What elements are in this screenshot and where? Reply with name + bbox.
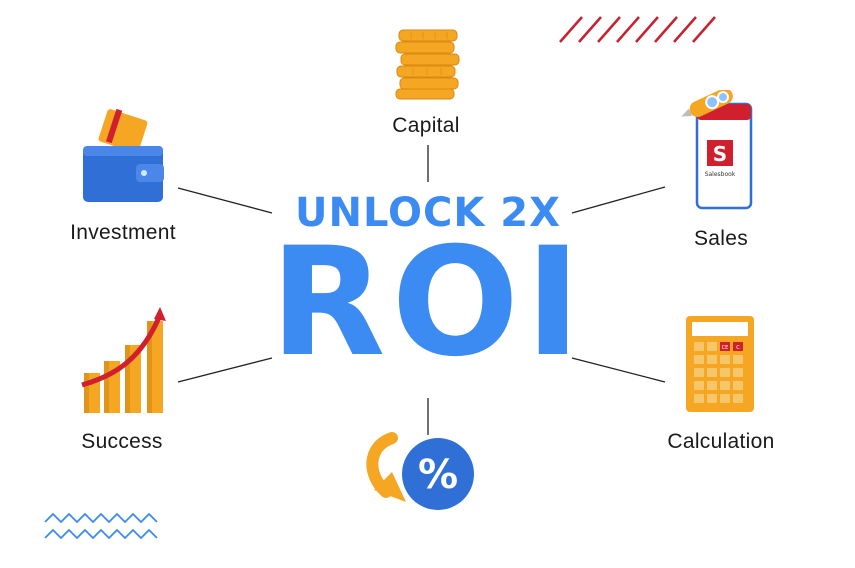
phone-brand-text: Salesbook	[705, 171, 736, 178]
node-label-calculation: Calculation	[667, 430, 775, 453]
connector-calculation	[571, 357, 666, 383]
growth-chart-icon	[81, 307, 166, 413]
red-slash-decoration	[559, 16, 716, 43]
coin-stack-icon	[395, 29, 460, 100]
headline-roi: ROI	[270, 216, 587, 390]
blue-zigzag-decoration	[44, 512, 158, 540]
percent-symbol: %	[418, 452, 458, 498]
calculator-c-key: C	[736, 345, 740, 351]
node-label-capital: Capital	[392, 114, 460, 137]
svg-text:S: S	[713, 142, 727, 166]
headline-unlock: UNLOCK 2X	[295, 190, 561, 236]
calculator-ce-key: CE	[722, 345, 729, 351]
connector-sales	[571, 186, 666, 214]
phone-salesbook-icon: S Salesbook	[681, 90, 753, 210]
wallet-icon	[83, 108, 164, 202]
node-label-sales: Sales	[693, 227, 749, 250]
node-label-success: Success	[81, 430, 163, 453]
connector-success	[177, 357, 273, 383]
percent-return-icon: %	[366, 432, 474, 510]
connector-investment	[177, 187, 273, 214]
calculator-icon: CE C	[686, 316, 754, 412]
node-label-investment: Investment	[70, 221, 176, 244]
